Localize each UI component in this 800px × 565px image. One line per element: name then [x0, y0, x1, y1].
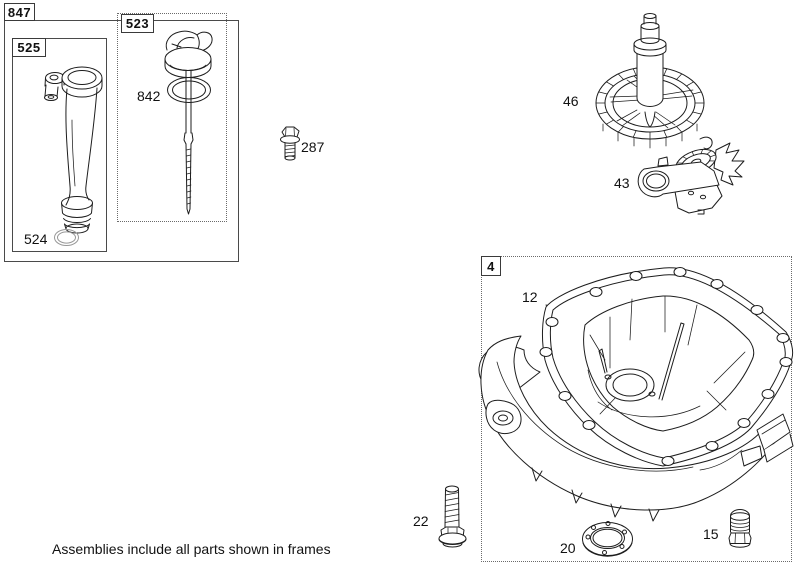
- gasket-524-drawing: [54, 229, 79, 246]
- part-label-842: 842: [137, 88, 161, 104]
- part-label-20: 20: [560, 540, 576, 556]
- part-label-287: 287: [301, 139, 325, 155]
- seal-20-drawing: [582, 521, 633, 557]
- bolt-287-drawing: [280, 126, 300, 161]
- frame-4-label: 4: [487, 258, 495, 274]
- sump-12-drawing: [478, 267, 794, 522]
- part-label-22: 22: [413, 513, 429, 529]
- frame-4: [481, 256, 792, 562]
- frame-525: [12, 38, 107, 252]
- dipstick-drawing: [164, 30, 213, 215]
- footer-note: Assemblies include all parts shown in fr…: [52, 541, 331, 557]
- frame-523: [117, 13, 227, 222]
- part-label-46: 46: [563, 93, 579, 109]
- frame-4-tag: 4: [481, 256, 501, 276]
- frame-523-tag: 523: [121, 14, 154, 33]
- governor-43-drawing: [637, 136, 745, 215]
- cam-gear-46-drawing: [595, 13, 705, 149]
- part-label-12: 12: [522, 289, 538, 305]
- part-label-43: 43: [614, 175, 630, 191]
- frame-847-tag: 847: [4, 3, 35, 21]
- frame-847-label: 847: [7, 4, 32, 20]
- plug-15-drawing: [728, 509, 752, 548]
- frame-525-tag: 525: [12, 38, 46, 57]
- bolt-22-drawing: [438, 485, 467, 548]
- frame-523-label: 523: [125, 16, 150, 31]
- oil-fill-tube-drawing: [44, 66, 103, 234]
- part-label-15: 15: [703, 526, 719, 542]
- frame-525-label: 525: [17, 40, 41, 55]
- part-label-524: 524: [24, 231, 48, 247]
